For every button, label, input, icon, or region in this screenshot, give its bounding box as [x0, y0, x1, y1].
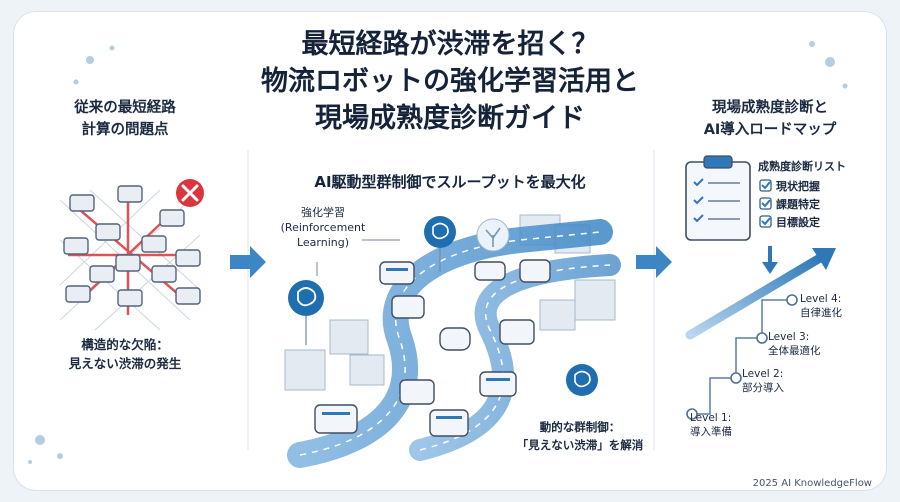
footer-credit: 2025 AI KnowledgeFlow [752, 478, 872, 489]
left-caption: 構造的な欠陥： 見えない渋滞の発生 [30, 335, 220, 373]
level-number: Level 4: [800, 293, 842, 305]
left-caption-line: 見えない渋滞の発生 [68, 356, 182, 371]
level-number: Level 3: [768, 331, 810, 343]
brain-icon [424, 216, 456, 272]
warehouse-illustration [284, 214, 621, 468]
arrow-right-icon [636, 246, 672, 278]
right-heading: 現場成熟度診断と AI導入ロードマップ [670, 97, 870, 141]
level-name: 全体最適化 [768, 345, 821, 357]
rl-label: 強化学習 (Reinforcement Learning) [280, 205, 366, 250]
rl-label-line: (Reinforcement [280, 221, 366, 234]
left-heading-line: 従来の最短経路 [74, 100, 176, 116]
level-name: 導入準備 [690, 426, 732, 438]
roadmap-steps [692, 299, 792, 415]
level-3-label: Level 3: 全体最適化 [768, 330, 821, 358]
arrow-down-icon [762, 246, 778, 274]
title-line: 物流ロボットの強化学習活用と [261, 66, 639, 97]
roadmap-arrow [685, 248, 836, 340]
clipboard-icon [685, 155, 751, 241]
level-name: 部分導入 [742, 382, 784, 394]
center-caption: 動的な群制御： 「見えない渋滞」を解消 [510, 418, 650, 454]
left-heading-line: 計算の問題点 [81, 122, 169, 138]
rl-label-line: Learning) [296, 236, 350, 249]
level-name: 自律進化 [800, 307, 842, 319]
decorative-dots [28, 41, 848, 464]
title-line: 最短経路が渋滞を招く？ [301, 29, 599, 60]
brain-icon [288, 280, 324, 345]
error-x-icon [176, 179, 204, 207]
level-number: Level 2: [742, 368, 784, 380]
level-number: Level 1: [690, 412, 732, 424]
level-nodes [686, 294, 798, 420]
level-1-label: Level 1: 導入準備 [690, 411, 732, 439]
left-caption-line: 構造的な欠陥： [81, 337, 169, 352]
checklist-item: 現状把握 [776, 180, 820, 193]
brain-icon [566, 364, 598, 396]
center-caption-line: 「見えない渋滞」を解消 [516, 438, 644, 452]
level-4-label: Level 4: 自律進化 [800, 292, 842, 320]
title-line: 現場成熟度診断ガイド [315, 103, 585, 134]
right-heading-line: AI導入ロードマップ [703, 122, 837, 138]
page-title: 最短経路が渋滞を招く？ 物流ロボットの強化学習活用と 現場成熟度診断ガイド [0, 26, 900, 137]
arrow-right-icon [230, 246, 266, 278]
rl-label-line: 強化学習 [301, 206, 345, 219]
checklist-item: 目標設定 [776, 216, 820, 229]
left-heading: 従来の最短経路 計算の問題点 [30, 97, 220, 141]
checklist-item: 課題特定 [776, 198, 820, 211]
shortest-path-grid [59, 185, 201, 331]
neural-tree-icon [476, 218, 510, 252]
center-caption-line: 動的な群制御： [539, 420, 621, 434]
center-subtitle: AI駆動型群制御でスループットを最大化 [314, 173, 586, 191]
checklist-title: 成熟度診断リスト [758, 160, 846, 173]
right-heading-line: 現場成熟度診断と [712, 100, 828, 116]
level-2-label: Level 2: 部分導入 [742, 367, 784, 395]
